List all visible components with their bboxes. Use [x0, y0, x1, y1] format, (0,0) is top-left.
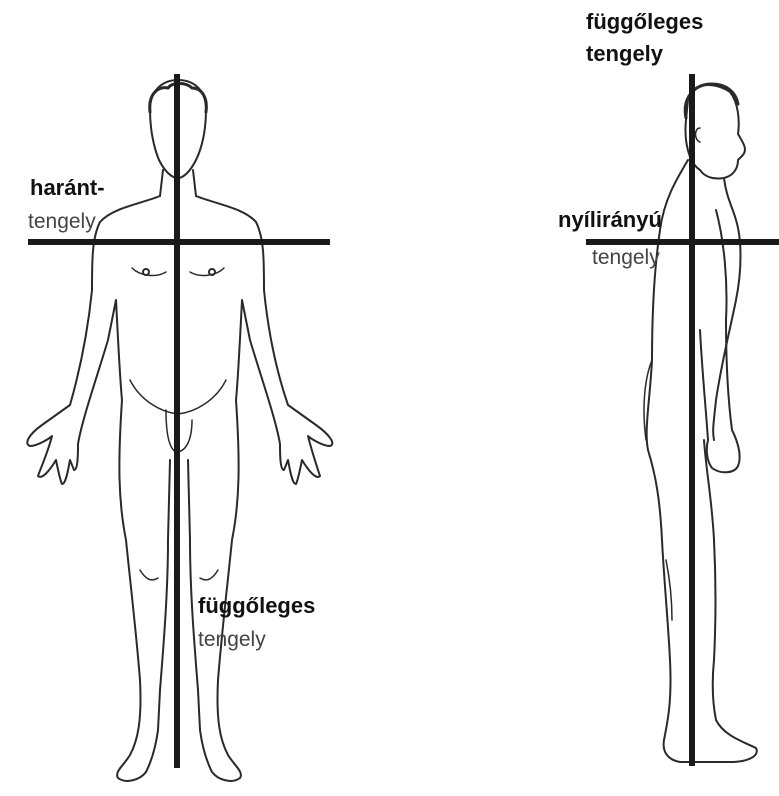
- front-torso-right: [188, 196, 332, 781]
- front-horizontal-axis-label-bold: haránt-: [30, 176, 105, 200]
- front-horizontal-axis-label-regular: tengely: [28, 210, 96, 233]
- front-nipple-right: [209, 269, 215, 275]
- front-nipple-left: [143, 269, 149, 275]
- side-body-figure: [644, 84, 757, 762]
- side-arm: [700, 210, 740, 472]
- side-vertical-axis-label-line1: függőleges: [586, 10, 703, 34]
- front-vertical-axis-label-bold: függőleges: [198, 594, 315, 618]
- front-vertical-axis-label-regular: tengely: [198, 628, 266, 651]
- side-ear: [696, 128, 701, 142]
- side-vertical-axis-label-line2: tengely: [586, 42, 663, 66]
- side-sagittal-axis-label-regular: tengely: [592, 246, 660, 269]
- front-torso-left: [27, 196, 170, 781]
- axis-lines: [28, 74, 779, 768]
- side-sagittal-axis-label-bold: nyílirányú: [558, 208, 662, 232]
